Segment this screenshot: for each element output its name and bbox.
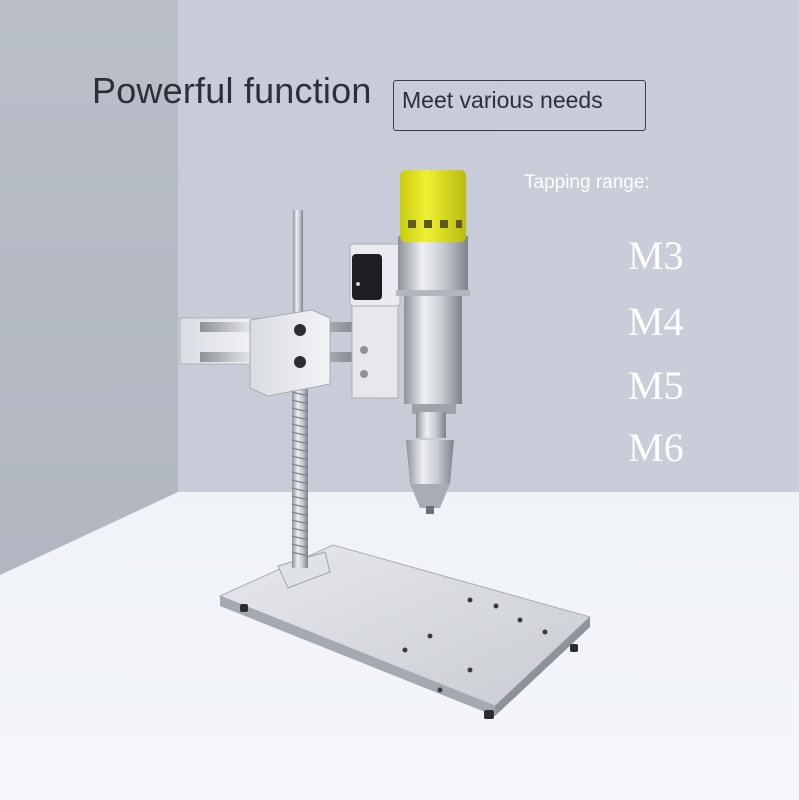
tapping-size-m6: M6	[628, 425, 684, 470]
power-switch	[349, 243, 401, 307]
base-plate	[218, 544, 591, 719]
tapping-size-m5: M5	[628, 363, 684, 408]
upper-rod	[293, 210, 303, 322]
drill-chuck	[406, 412, 454, 514]
tapping-range-label: Tapping range:	[524, 172, 650, 193]
motor	[396, 236, 470, 414]
lead-screw	[291, 380, 309, 568]
tagline-box: Meet various needs	[393, 80, 646, 131]
carriage-block	[249, 309, 331, 397]
headline: Powerful function	[92, 70, 372, 111]
column-foot	[277, 551, 331, 589]
tapping-size-m3: M3	[628, 233, 684, 278]
motor-bracket	[351, 301, 399, 399]
motor-cap	[400, 170, 466, 242]
tapping-size-m4: M4	[628, 299, 684, 344]
